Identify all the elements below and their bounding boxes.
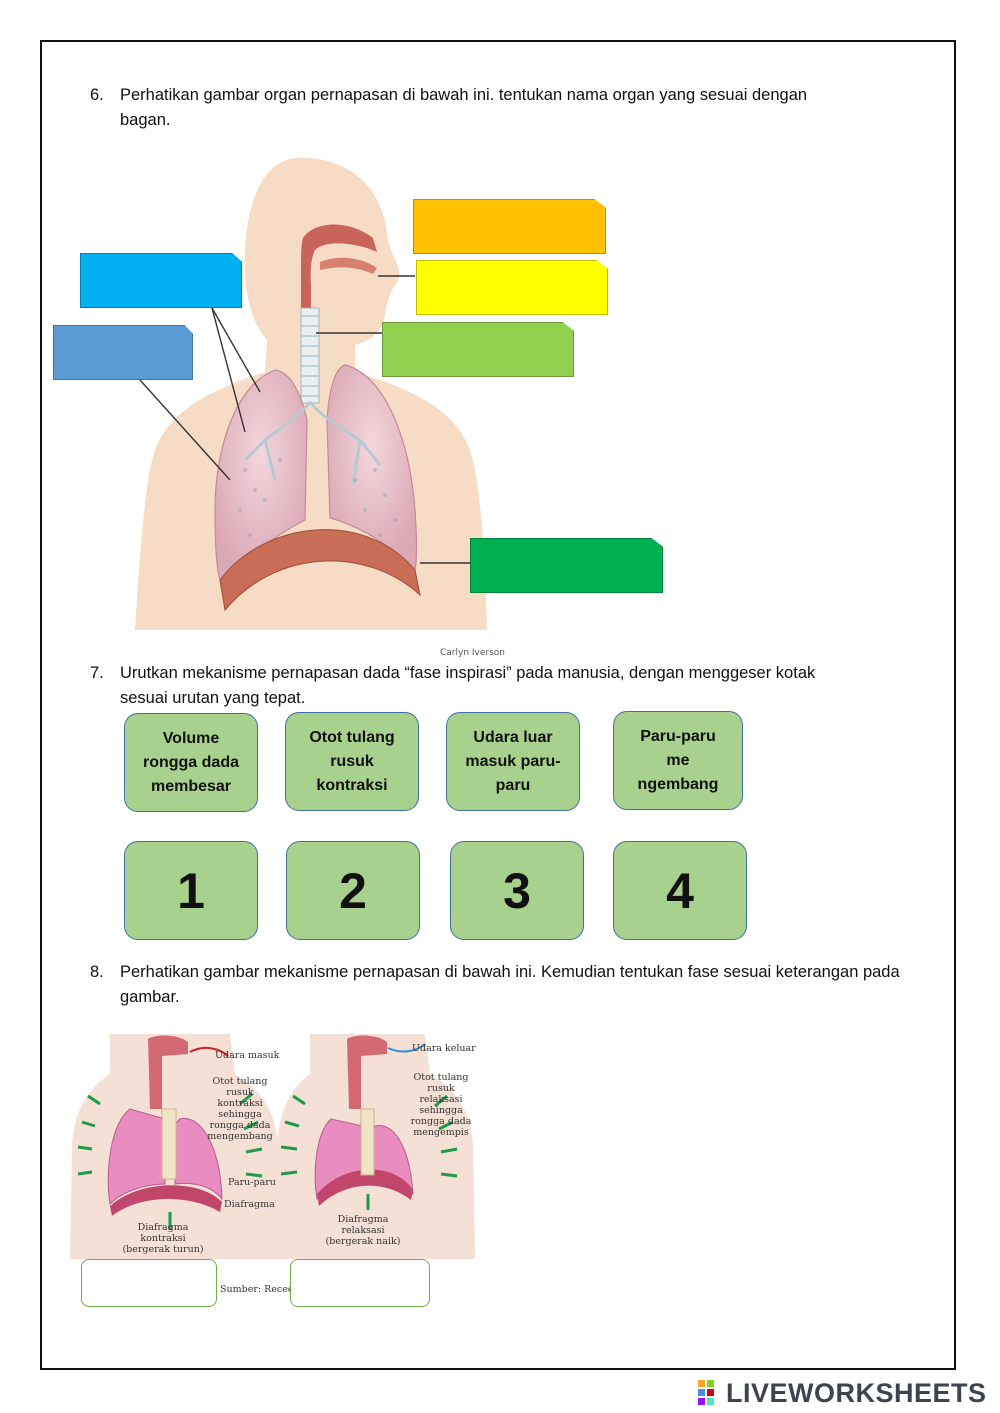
nasal-cavity [301, 224, 377, 310]
card-line: ngembang [637, 775, 719, 793]
rib-muscle-label-right: Otot tulang rusuk relaksasi sehingga ron… [400, 1072, 482, 1138]
lung-shape [107, 1108, 166, 1206]
label-line: mengempis [413, 1127, 469, 1138]
label-line: (bergerak naik) [325, 1236, 401, 1247]
label-line: Otot tulang rusuk [413, 1072, 469, 1094]
air-in-label: Udara masuk [215, 1050, 280, 1061]
card-line: paru [495, 776, 531, 794]
question-number: 7. [90, 664, 104, 682]
drop-slot-3[interactable]: 3 [450, 841, 584, 940]
diaphragm-label: Diafragma [224, 1199, 275, 1210]
expiration-illustration [275, 1034, 475, 1259]
lung-label: Paru-paru [228, 1177, 276, 1188]
rib-muscle-label-left: Otot tulang rusuk kontraksi sehingga ron… [200, 1076, 280, 1142]
label-line: rongga dada [209, 1120, 271, 1131]
card-line: rusuk [330, 752, 374, 770]
diaphragm-note-right: Diafragma relaksasi (bergerak naik) [318, 1214, 408, 1247]
card-line: membesar [150, 777, 232, 795]
label-line: mengembang [207, 1131, 273, 1142]
card-line: Udara luar [473, 728, 553, 746]
drop-slot-2[interactable]: 2 [286, 841, 420, 940]
question-text: Urutkan mekanisme pernapasan dada “fase … [120, 664, 816, 682]
label-line: kontraksi [140, 1233, 186, 1244]
card-line: me [666, 751, 690, 769]
card-line: kontraksi [316, 776, 388, 794]
drag-card-4[interactable]: Paru-paru me ngembang [613, 711, 743, 810]
label-line: kontraksi sehingga [217, 1098, 263, 1120]
diaphragm [219, 529, 421, 612]
label-line: relaksasi sehingga [419, 1094, 463, 1116]
drag-card-1[interactable]: Volume rongga dada membesar [124, 713, 258, 812]
label-line: rongga dada [410, 1116, 472, 1127]
question-number: 8. [90, 963, 104, 981]
label-line: Diafragma [137, 1222, 189, 1233]
inspiration-illustration [70, 1034, 280, 1259]
label-line: (bergerak turun) [122, 1244, 204, 1255]
liveworksheets-logo: LIVEWORKSHEETS [698, 1376, 987, 1410]
worksheet-page [40, 40, 956, 1370]
label-pointer-lines [139, 275, 470, 564]
answer-box-pharynx[interactable] [416, 260, 608, 315]
answer-input-expiration[interactable] [290, 1259, 430, 1307]
answer-box-bronchi[interactable] [80, 253, 242, 308]
answer-box-nasal-cavity[interactable] [413, 199, 606, 254]
question-text-line2: gambar. [120, 988, 180, 1006]
label-line: Diafragma [337, 1214, 389, 1225]
question-text-line2: sesuai urutan yang tepat. [120, 689, 306, 707]
answer-input-inspiration[interactable] [81, 1259, 217, 1307]
card-line: Otot tulang [309, 728, 395, 746]
drag-card-3[interactable]: Udara luar masuk paru- paru [446, 712, 580, 811]
drop-slot-1[interactable]: 1 [124, 841, 258, 940]
question-text: Perhatikan gambar mekanisme pernapasan d… [120, 963, 900, 981]
answer-box-diaphragm[interactable] [470, 538, 663, 593]
drop-slot-4[interactable]: 4 [613, 841, 747, 940]
brand-name: LIVEWORKSHEETS [726, 1377, 987, 1408]
image-credit: Carlyn Iverson [440, 648, 505, 658]
question-text-line2: bagan. [120, 111, 171, 129]
source-label: Sumber: Recee et [220, 1284, 306, 1295]
label-line: relaksasi [341, 1225, 385, 1236]
card-line: masuk paru- [465, 752, 561, 770]
diaphragm-note-left: Diafragma kontraksi (bergerak turun) [118, 1222, 208, 1255]
answer-box-trachea[interactable] [382, 322, 574, 377]
question-number: 6. [90, 86, 104, 104]
card-line: rongga dada [142, 753, 239, 771]
drag-card-2[interactable]: Otot tulang rusuk kontraksi [285, 712, 419, 811]
answer-box-lungs[interactable] [53, 325, 193, 380]
card-line: Volume [162, 729, 220, 747]
card-line: Paru-paru [640, 727, 716, 745]
label-line: Otot tulang rusuk [212, 1076, 268, 1098]
logo-grid-icon [698, 1380, 714, 1405]
air-out-label: Udara keluar [412, 1043, 476, 1054]
question-text: Perhatikan gambar organ pernapasan di ba… [120, 86, 808, 104]
